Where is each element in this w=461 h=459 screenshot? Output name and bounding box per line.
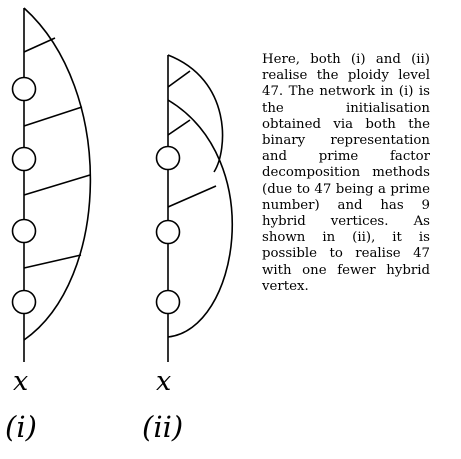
network-i-edge-1	[23, 37, 56, 53]
figure-caption: Here, both (i) and (ii) realise the ploi…	[262, 52, 430, 294]
network-ii	[155, 54, 233, 362]
network-i-hybrid-vertex-4	[11, 289, 37, 315]
network-i	[11, 7, 92, 362]
network-ii-panel-label: (ii)	[142, 410, 184, 444]
network-i-edge-2	[23, 106, 83, 127]
network-ii-lower-arc	[167, 99, 233, 338]
network-ii-hybrid-vertex-2	[155, 219, 181, 245]
network-i-hybrid-vertex-2	[11, 146, 37, 172]
network-i-hybrid-vertex-1	[11, 76, 37, 102]
network-ii-leaf-label: x	[156, 366, 172, 397]
network-i-hybrid-vertex-3	[11, 218, 37, 244]
network-ii-hybrid-vertex-3	[155, 289, 181, 315]
network-ii-edge-1	[167, 70, 191, 88]
network-i-edge-4	[23, 254, 82, 269]
network-ii-hybrid-vertex-1	[155, 145, 181, 171]
network-i-edge-3	[23, 174, 91, 196]
network-i-outer-arc	[23, 7, 92, 341]
network-i-panel-label: (i)	[5, 410, 37, 444]
network-ii-edge-2	[167, 119, 191, 136]
network-ii-edge-3	[167, 185, 217, 208]
network-ii-upper-arc	[167, 54, 224, 173]
network-i-leaf-label: x	[13, 366, 29, 397]
